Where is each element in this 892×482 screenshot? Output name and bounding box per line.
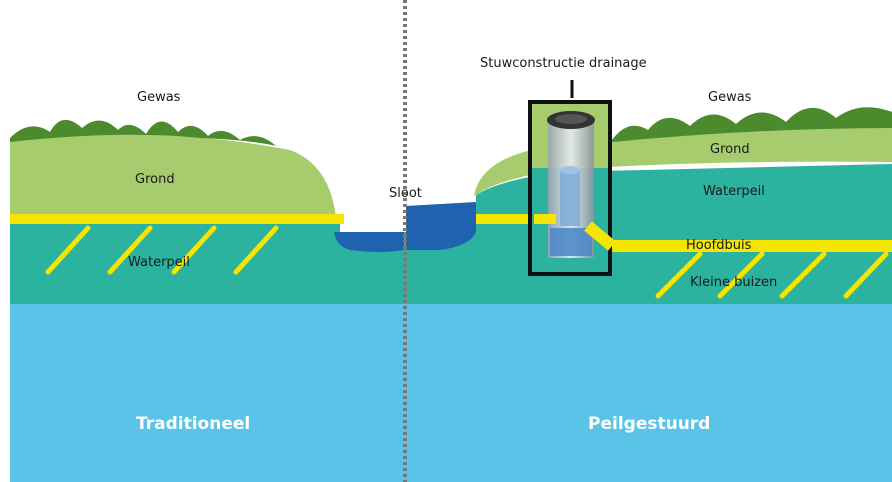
soil-left bbox=[10, 134, 336, 218]
deep-water-layer bbox=[10, 302, 892, 482]
label-sloot: Sloot bbox=[389, 186, 422, 201]
small-pipes-right bbox=[655, 251, 889, 299]
label-grond-left: Grond bbox=[135, 172, 175, 187]
ditch-right-water bbox=[406, 202, 476, 250]
groundwater-left bbox=[10, 222, 340, 304]
label-waterpeil-left: Waterpeil bbox=[128, 255, 190, 270]
hoofdbuis-pipe bbox=[610, 240, 892, 252]
label-gewas-right: Gewas bbox=[708, 90, 752, 105]
label-traditioneel: Traditioneel bbox=[136, 414, 251, 434]
ditch-left-water bbox=[334, 232, 404, 252]
crop-left bbox=[10, 119, 276, 146]
pipe-into-structure bbox=[476, 214, 532, 224]
label-peilgestuurd: Peilgestuurd bbox=[588, 414, 711, 434]
pipe-left bbox=[10, 214, 344, 224]
label-waterpeil-right: Waterpeil bbox=[703, 184, 765, 199]
small-pipes-left bbox=[45, 225, 279, 275]
label-stuwconstructie: Stuwconstructie drainage bbox=[480, 56, 647, 71]
label-hoofdbuis: Hoofdbuis bbox=[686, 238, 752, 253]
label-kleine-buizen: Kleine buizen bbox=[690, 275, 778, 290]
label-gewas-left: Gewas bbox=[137, 90, 181, 105]
drainage-structure bbox=[528, 100, 616, 276]
label-grond-right: Grond bbox=[710, 142, 750, 157]
crop-right bbox=[612, 107, 892, 142]
